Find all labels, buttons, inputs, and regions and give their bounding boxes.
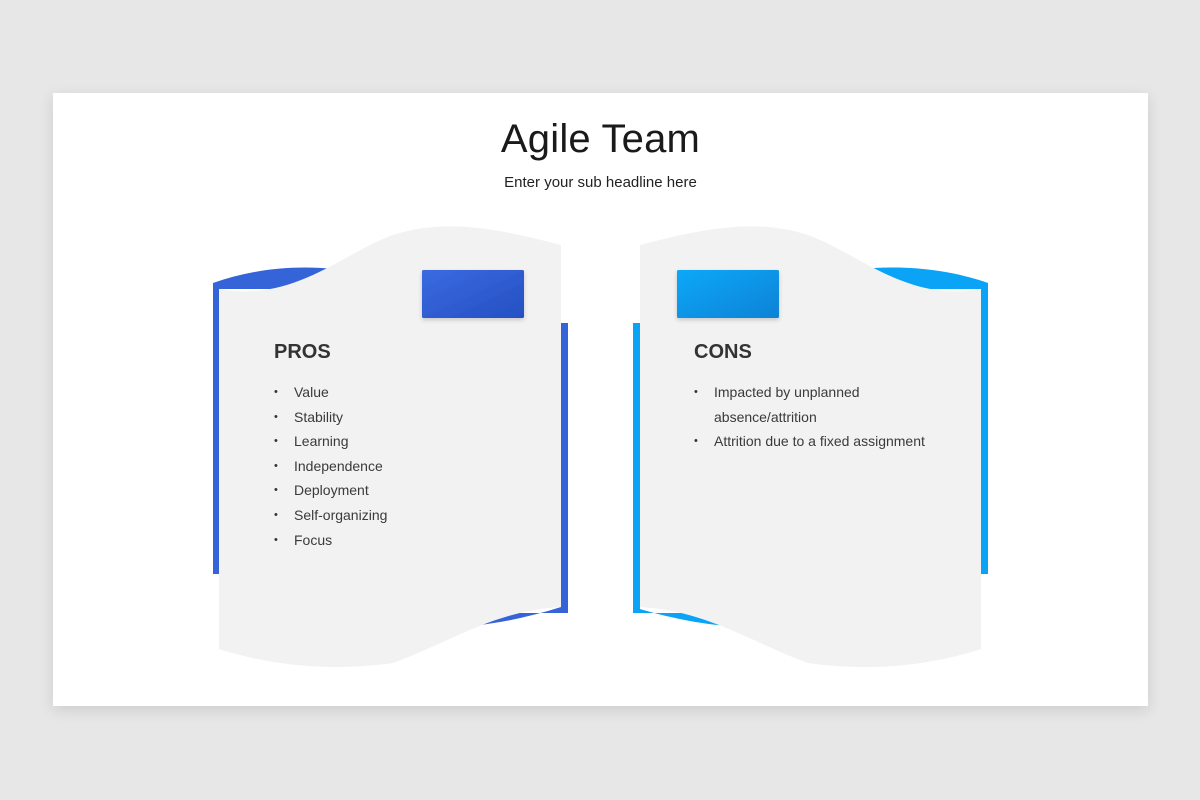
pros-list: •Value •Stability •Learning •Independenc…: [274, 380, 544, 552]
bullet-icon: •: [694, 435, 698, 448]
bullet-icon: •: [274, 386, 278, 398]
cons-list: •Impacted by unplanned absence/attrition…: [694, 380, 944, 454]
pros-heading: PROS: [274, 341, 331, 363]
cons-tab: [677, 270, 779, 318]
slide: Agile Team Enter your sub headline here: [53, 93, 1148, 706]
list-item: •Learning: [274, 429, 544, 454]
bullet-icon: •: [274, 508, 278, 521]
slide-subtitle: Enter your sub headline here: [504, 174, 697, 191]
pros-tab: [422, 270, 524, 318]
list-item: •Focus: [274, 528, 544, 553]
cons-heading: CONS: [694, 341, 752, 363]
list-item: •Value: [274, 380, 544, 405]
pros-content: PROS •Value •Stability •Learning •Indepe…: [274, 341, 544, 552]
list-item: •Impacted by unplanned absence/attrition: [694, 380, 894, 429]
slide-title: Agile Team: [500, 117, 701, 161]
bullet-icon: •: [274, 459, 278, 472]
bullet-icon: •: [694, 386, 698, 398]
cons-content: CONS •Impacted by unplanned absence/attr…: [694, 341, 944, 454]
bullet-icon: •: [274, 484, 278, 497]
bullet-icon: •: [274, 435, 278, 448]
list-item: •Deployment: [274, 478, 544, 503]
cards-artwork: [213, 226, 988, 668]
list-item: •Self-organizing: [274, 503, 544, 528]
bullet-icon: •: [274, 533, 278, 546]
bullet-icon: •: [274, 410, 278, 423]
list-item: •Independence: [274, 454, 544, 479]
pros-card: [219, 226, 561, 668]
cons-card: [640, 226, 981, 668]
list-item: •Stability: [274, 405, 544, 430]
list-item: •Attrition due to a fixed assignment: [694, 429, 944, 454]
